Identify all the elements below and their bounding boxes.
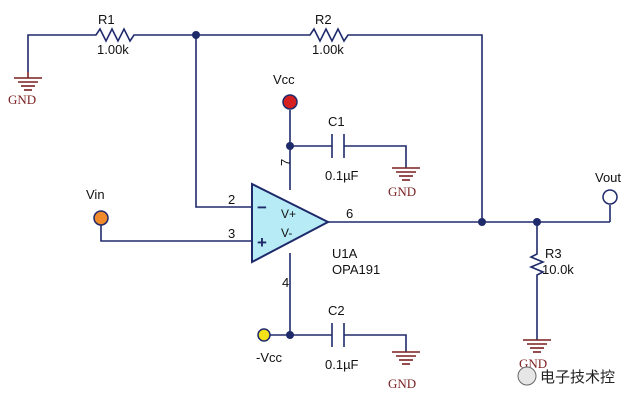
gnd-symbol-c2 — [392, 351, 420, 365]
pin-inv-number: 2 — [228, 192, 235, 207]
pin-vneg-number: 4 — [282, 275, 289, 290]
opamp-vneg-label: V- — [281, 226, 292, 240]
gnd-symbol-r3 — [523, 339, 551, 353]
gnd-label-c1: GND — [388, 184, 416, 199]
neg-vcc-label: -Vcc — [256, 350, 283, 365]
opamp-minus-sign: − — [257, 198, 267, 217]
pin-out-number: 6 — [346, 206, 353, 221]
r3-value: 10.0k — [542, 262, 574, 277]
c2-value: 0.1µF — [325, 357, 359, 372]
c2-capacitor — [331, 323, 345, 347]
opamp-plus-sign: + — [257, 233, 267, 252]
wires — [27, 34, 611, 352]
c1-value: 0.1µF — [325, 168, 359, 183]
watermark: 电子技术控 — [517, 366, 615, 386]
r2-resistor — [300, 27, 360, 43]
gnd-symbol-c1 — [392, 167, 420, 181]
neg-vcc-terminal — [257, 328, 271, 342]
vcc-terminal — [282, 94, 298, 110]
vin-label: Vin — [86, 187, 105, 202]
c1-capacitor — [331, 134, 345, 158]
pin-vpos-number: 7 — [278, 159, 293, 166]
u1-part: OPA191 — [332, 262, 380, 277]
u1-name: U1A — [332, 246, 358, 261]
watermark-text: 电子技术控 — [540, 368, 615, 386]
r3-name: R3 — [545, 246, 562, 261]
pin-noninv-number: 3 — [228, 226, 235, 241]
gnd-label-r1: GND — [8, 92, 36, 107]
vout-label: Vout — [595, 170, 621, 185]
r1-resistor — [90, 27, 150, 43]
r2-name: R2 — [315, 12, 332, 27]
vcc-label: Vcc — [273, 72, 295, 87]
gnd-symbol-r1 — [14, 72, 42, 91]
r2-value: 1.00k — [312, 42, 344, 57]
r3-resistor — [528, 250, 546, 278]
opamp-triangle — [251, 182, 331, 264]
vin-terminal — [93, 210, 109, 226]
c1-name: C1 — [328, 114, 345, 129]
vout-terminal — [602, 189, 618, 205]
gnd-label-c2: GND — [388, 376, 416, 391]
junction-dots — [192, 31, 541, 339]
watermark-logo-icon — [517, 366, 537, 386]
r1-name: R1 — [98, 12, 115, 27]
c2-name: C2 — [328, 303, 345, 318]
r1-value: 1.00k — [97, 42, 129, 57]
opamp-vpos-label: V+ — [281, 207, 296, 221]
